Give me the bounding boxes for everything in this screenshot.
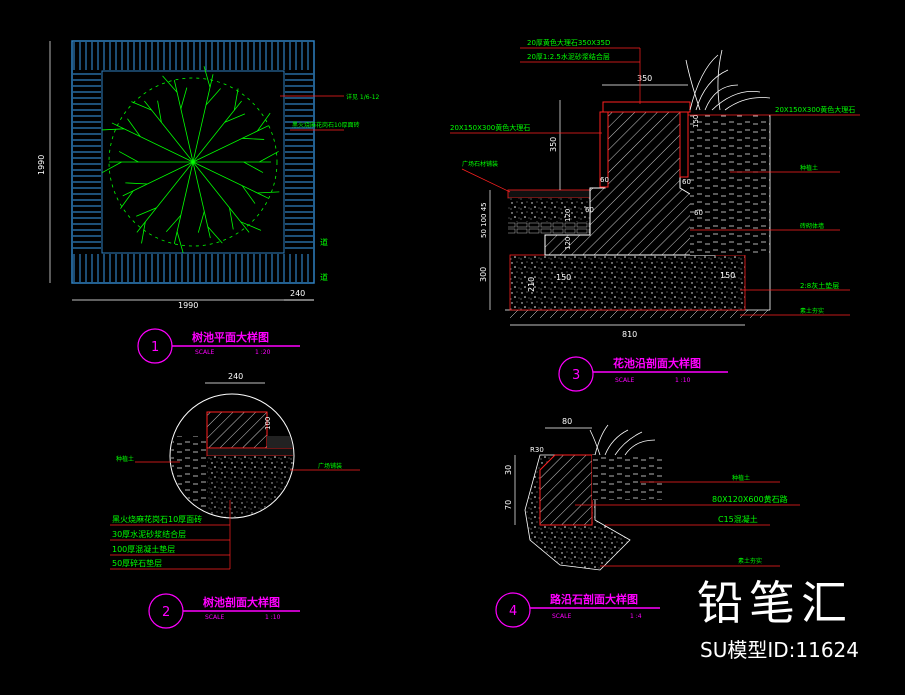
d3-dim-60c: 60 [585, 206, 594, 214]
d1-dim-width: 1990 [178, 301, 198, 310]
d4-scale-value: 1 :4 [630, 613, 642, 620]
diagram-2-tree-pit-section: 240 100 种植土 广场铺装 黑火烧麻花岗石10厚面砖 30厚水泥砂浆结合层… [110, 372, 360, 629]
d3-label-base: 素土夯实 [800, 307, 824, 315]
d3-scale-value: 1 :10 [675, 377, 691, 384]
d3-dim-150b: 150 [556, 273, 571, 282]
diagram-3-planter-edge-section: 350 350 150 60 60 60 120 120 60 150 150 … [450, 38, 860, 392]
d2-scale-value: 1 :10 [265, 614, 281, 621]
d1-scale-value: 1 :20 [255, 349, 271, 356]
d3-label-wall: 砖砌体墙 [800, 222, 824, 230]
d1-label-side2: 道 [320, 272, 328, 282]
d2-scale-label: SCALE [205, 614, 224, 621]
d3-dim-v350: 350 [549, 137, 558, 152]
d2-title: 树池剖面大样图 [203, 595, 280, 609]
d1-callout-ref: 详见 1/6-12 [346, 93, 380, 101]
d4-label-base: 素土夯实 [738, 557, 762, 565]
d3-label-soil: 种植土 [800, 164, 818, 172]
d3-number: 3 [572, 368, 580, 383]
d1-scale-label: SCALE [195, 349, 214, 356]
d2-number: 2 [162, 605, 170, 620]
d3-label-right: 20X150X300黄色大理石 [775, 105, 855, 114]
d1-dim-height: 1990 [37, 155, 46, 175]
d4-number: 4 [509, 604, 517, 619]
d3-dim-60b: 60 [682, 178, 691, 186]
watermark-id: SU模型ID:11624 [700, 638, 859, 662]
d3-dim-210: 210 [527, 277, 536, 292]
d3-title: 花池沿剖面大样图 [613, 356, 701, 370]
d3-dim-60-right: 60 [694, 209, 703, 217]
d1-title: 树池平面大样图 [192, 330, 269, 344]
d4-title: 路沿石剖面大样图 [550, 592, 638, 606]
d1-label-side: 道 [320, 237, 328, 247]
d2-layer-1: 黑火烧麻花岗石10厚面砖 [112, 514, 202, 524]
d2-layer-2: 30厚水泥砂浆结合层 [112, 529, 186, 539]
d3-dim-150a: 150 [692, 115, 700, 128]
d4-label-curb: 80X120X600黄石路 [712, 494, 788, 504]
d3-dim-120b: 120 [564, 237, 572, 250]
d2-layer-4: 50厚碎石垫层 [112, 558, 162, 568]
d4-dim-r: R30 [530, 446, 544, 454]
tree-pit-tile-frame [73, 42, 313, 282]
d1-number: 1 [151, 340, 159, 355]
d2-dim-top: 240 [228, 372, 243, 381]
d3-label-gravel: 2:8灰土垫层 [800, 281, 839, 290]
d4-dim-70: 70 [504, 500, 513, 510]
d3-scale-label: SCALE [615, 377, 634, 384]
watermark-brand: 铅笔汇 [697, 576, 853, 630]
d4-grass-icon [589, 424, 656, 456]
d4-scale-label: SCALE [552, 613, 571, 620]
d3-dim-810: 810 [622, 330, 637, 339]
d3-dim-120a: 120 [564, 209, 572, 222]
d1-callout-tile: 黑火烧麻花岗石10厚面砖 [292, 121, 360, 129]
d1-dim-edge: 240 [290, 289, 305, 298]
d4-dim-top: 80 [562, 417, 572, 426]
d2-label-paving: 广场铺装 [318, 462, 342, 470]
diagram-4-curb-stone-section: 80 R30 30 70 种植土 80X120X600黄石路 C15混凝土 素土… [495, 417, 800, 628]
d4-label-soil: 种植土 [732, 474, 750, 482]
tree-canopy-icon [102, 66, 280, 253]
d4-label-concrete: C15混凝土 [718, 514, 758, 524]
d3-dim-350: 350 [637, 74, 652, 83]
d2-layer-3: 100厚混凝土垫层 [112, 544, 175, 554]
d3-grass-icon [685, 49, 771, 111]
d4-number-circle [495, 592, 531, 628]
d4-dim-30: 30 [504, 465, 513, 475]
d2-dim-curb: 100 [264, 417, 272, 430]
d3-dim-150c: 150 [720, 271, 735, 280]
d3-dim-300: 300 [479, 267, 488, 282]
d3-dim-stack: 50 100 45 [480, 202, 488, 238]
d3-dim-60a: 60 [600, 176, 609, 184]
d3-label-cap: 20厚黄色大理石350X35D [527, 38, 610, 47]
d3-label-mortar: 20厚1:2.5水泥砂浆结合层 [527, 52, 610, 61]
d3-label-paving: 广场石材铺装 [462, 160, 498, 168]
d2-label-soil: 种植土 [116, 455, 134, 463]
d3-label-left: 20X150X300黄色大理石 [450, 123, 530, 132]
d2-layer-callouts: 黑火烧麻花岗石10厚面砖 30厚水泥砂浆结合层 100厚混凝土垫层 50厚碎石垫… [110, 500, 231, 570]
d3-number-circle [558, 356, 594, 392]
diagram-1-tree-pit-plan: 1990 1990 240 详见 1/6-12 黑火烧麻花岗石10厚面砖 道 道… [37, 40, 380, 364]
